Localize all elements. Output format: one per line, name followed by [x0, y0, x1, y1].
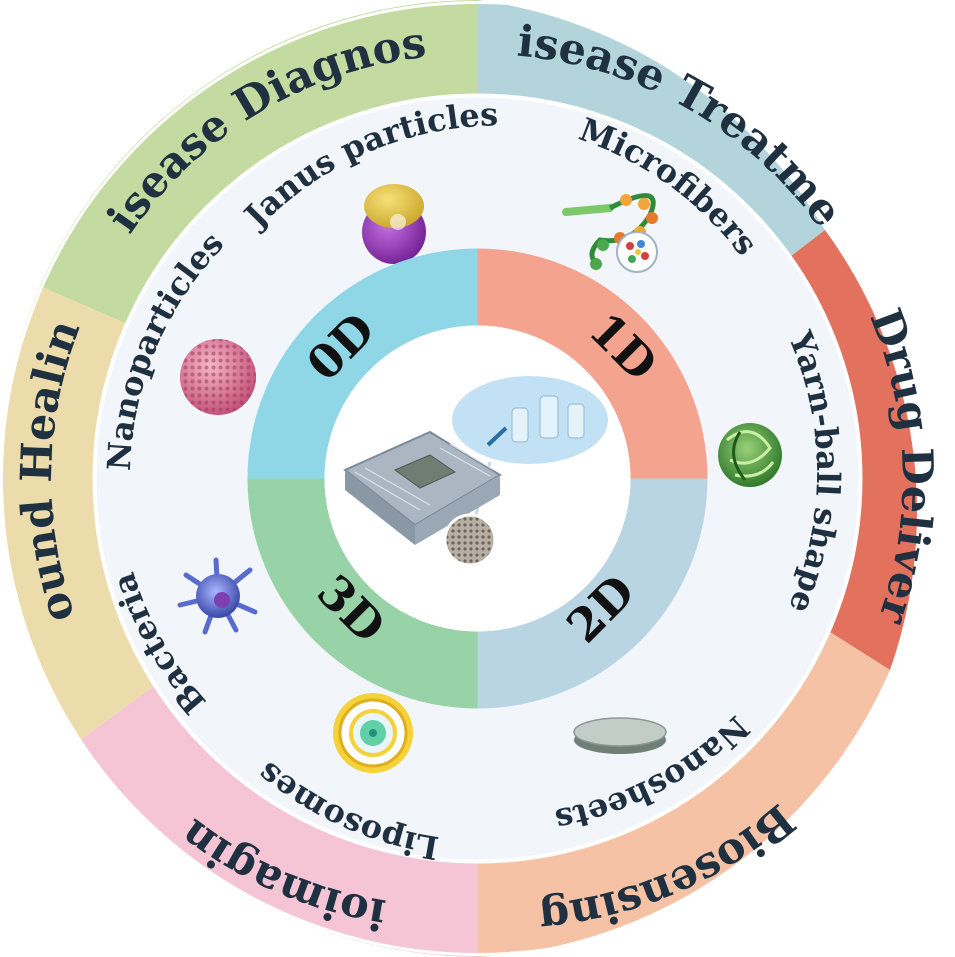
- microfluidic-chip-icon: [343, 376, 608, 567]
- bacteria-icon: [177, 557, 258, 635]
- nanosheet-icon: [573, 717, 667, 754]
- nanoparticle-icon: [180, 339, 256, 415]
- liposome-icon: [333, 693, 413, 773]
- sector-wound-healing: [0, 286, 159, 740]
- dimension-ring: 0D 1D 2D 3D: [247, 248, 708, 709]
- microfiber-icon: [562, 193, 658, 273]
- sector-bioimaging: [80, 683, 478, 957]
- segment-3d: [247, 478, 478, 709]
- segment-1d: [477, 248, 708, 479]
- janus-particle-icon: [362, 184, 426, 264]
- segment-0d: [247, 248, 478, 479]
- sector-biosensing: [477, 627, 890, 957]
- segment-2d: [477, 478, 708, 709]
- yarn-ball-icon: [718, 423, 782, 487]
